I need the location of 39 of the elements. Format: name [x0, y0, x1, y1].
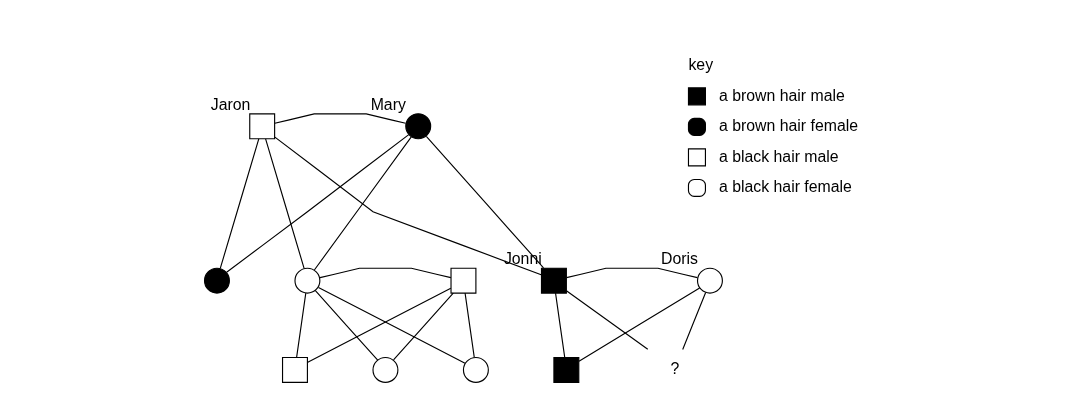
connector — [682, 291, 707, 351]
node-circle — [203, 267, 230, 294]
connector — [226, 134, 410, 273]
connector — [317, 286, 466, 364]
node-circle — [405, 113, 432, 140]
connector — [307, 287, 452, 363]
connector — [219, 138, 260, 269]
node-label: Jaron — [210, 95, 251, 113]
node-box — [540, 267, 567, 294]
node-box — [553, 356, 580, 383]
legend-label: a black hair male — [719, 147, 839, 165]
node-text: ? — [670, 360, 680, 378]
node-box — [450, 267, 477, 294]
legend-label: a brown hair male — [719, 86, 845, 104]
connector — [392, 292, 454, 361]
connector — [296, 292, 307, 358]
connector — [554, 292, 566, 358]
connector — [274, 113, 407, 124]
connector — [314, 289, 379, 361]
connector — [565, 290, 649, 350]
connector — [425, 135, 545, 269]
node-box — [281, 356, 308, 383]
connector — [565, 267, 698, 279]
node-circle — [294, 267, 321, 294]
connector — [265, 138, 305, 269]
node-box — [249, 113, 276, 140]
node-circle — [372, 356, 399, 383]
connector — [464, 292, 475, 358]
connector — [578, 287, 701, 362]
connector — [313, 136, 412, 271]
node-circle — [696, 267, 723, 294]
legend-label: a black hair female — [719, 178, 852, 196]
label: key — [688, 56, 714, 73]
legend-label: a brown hair female — [719, 117, 859, 135]
connector — [274, 136, 542, 276]
connector — [319, 267, 452, 279]
node-label: Mary — [370, 95, 406, 113]
node-label: Doris — [660, 249, 698, 267]
node-circle — [462, 356, 489, 383]
